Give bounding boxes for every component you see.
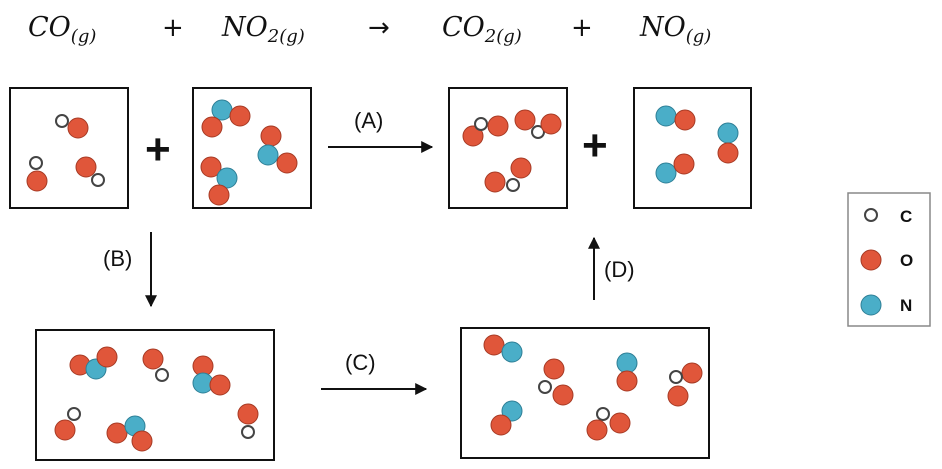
oxygen-atom	[260, 125, 282, 147]
step-label-d: (D)	[604, 257, 635, 282]
co-molecules-box	[9, 87, 129, 209]
carbon-atom	[241, 425, 255, 439]
nitrogen-atom	[501, 341, 523, 363]
step-label-c: (C)	[345, 350, 376, 375]
oxygen-atom	[674, 109, 696, 131]
no-molecules-box	[633, 87, 752, 209]
legend-oxygen-marker	[860, 249, 882, 271]
chemical-equation: CO(g) + NO2(g) → CO2(g) + NO(g)	[28, 12, 711, 47]
carbon-atom	[596, 407, 610, 421]
oxygen-atom	[200, 156, 222, 178]
carbon-atom	[155, 368, 169, 382]
oxygen-atom	[484, 171, 506, 193]
oxygen-atom	[54, 419, 76, 441]
oxygen-atom	[131, 430, 153, 452]
step-label-b: (B)	[103, 246, 132, 271]
carbon-atom	[669, 370, 683, 384]
oxygen-atom	[490, 414, 512, 436]
separated-atoms-box	[35, 329, 275, 461]
oxygen-atom	[609, 412, 631, 434]
nitrogen-atom	[616, 352, 638, 374]
legend-nitrogen-label: N	[900, 296, 912, 315]
carbon-atom	[474, 117, 488, 131]
reactant-co: CO(g)	[28, 12, 96, 47]
oxygen-atom	[552, 384, 574, 406]
carbon-atom	[538, 380, 552, 394]
carbon-atom	[91, 173, 105, 187]
nitrogen-atom	[257, 144, 279, 166]
carbon-atom	[531, 125, 545, 139]
oxygen-atom	[462, 125, 484, 147]
oxygen-atom	[681, 362, 703, 384]
legend-frame	[847, 192, 931, 327]
legend-oxygen-label: O	[900, 251, 913, 270]
carbon-atom	[506, 178, 520, 192]
equation-plus-1: +	[162, 13, 184, 43]
oxygen-atom	[510, 157, 532, 179]
reactant-no2: NO2(g)	[221, 12, 305, 47]
oxygen-atom	[717, 142, 739, 164]
oxygen-atom	[209, 374, 231, 396]
oxygen-atom	[67, 117, 89, 139]
oxygen-atom	[106, 422, 128, 444]
box-plus-reactants: +	[145, 125, 171, 174]
oxygen-atom	[514, 109, 536, 131]
product-no: NO(g)	[639, 12, 711, 47]
nitrogen-atom	[216, 167, 238, 189]
oxygen-atom	[483, 334, 505, 356]
legend-carbon-marker	[864, 208, 878, 222]
oxygen-atom	[237, 403, 259, 425]
nitrogen-atom	[717, 122, 739, 144]
nitrogen-atom	[501, 400, 523, 422]
oxygen-atom	[543, 358, 565, 380]
carbon-atom	[55, 114, 69, 128]
carbon-atom	[67, 407, 81, 421]
equation-plus-2: +	[571, 13, 593, 43]
rearranged-atoms-box	[460, 327, 710, 459]
no2-molecules-box	[192, 87, 312, 209]
oxygen-atom	[673, 153, 695, 175]
oxygen-atom	[26, 170, 48, 192]
oxygen-atom	[96, 346, 118, 368]
equation-arrow: →	[368, 13, 390, 43]
legend-carbon-label: C	[900, 207, 912, 226]
oxygen-atom	[586, 419, 608, 441]
step-label-a: (A)	[354, 108, 383, 133]
box-plus-products: +	[582, 121, 608, 170]
nitrogen-atom	[655, 162, 677, 184]
nitrogen-atom	[655, 105, 677, 127]
oxygen-atom	[208, 184, 230, 206]
legend: C O N	[847, 192, 931, 327]
oxygen-atom	[540, 113, 562, 135]
product-co2: CO2(g)	[442, 12, 522, 47]
oxygen-atom	[276, 152, 298, 174]
oxygen-atom	[229, 105, 251, 127]
oxygen-atom	[667, 385, 689, 407]
atom-particles	[26, 99, 739, 452]
legend-nitrogen-marker	[860, 294, 882, 316]
oxygen-atom	[201, 116, 223, 138]
oxygen-atom	[75, 156, 97, 178]
carbon-atom	[29, 156, 43, 170]
oxygen-atom	[487, 115, 509, 137]
co2-molecules-box	[448, 87, 568, 209]
oxygen-atom	[616, 370, 638, 392]
oxygen-atom	[142, 348, 164, 370]
